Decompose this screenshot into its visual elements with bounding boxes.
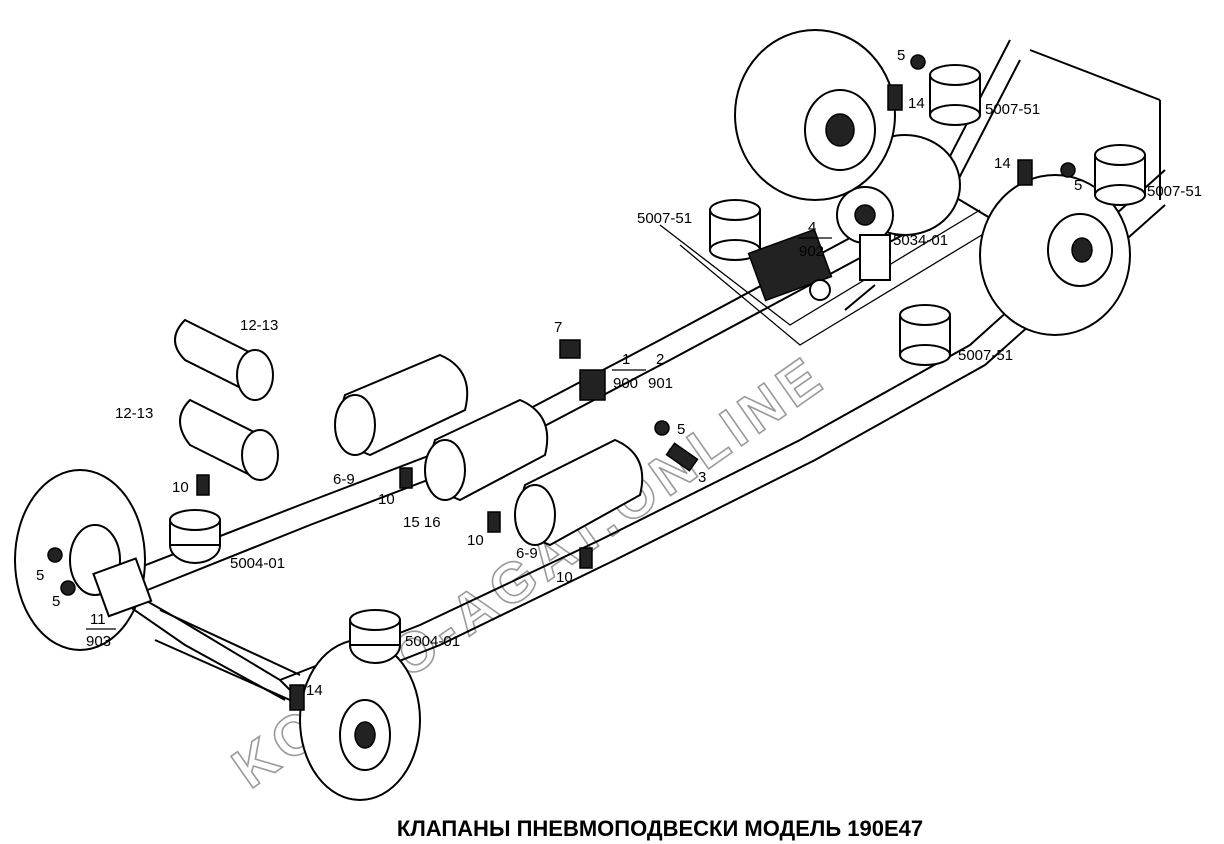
label-6-9-b: 6-9 [516, 545, 538, 562]
valve-900-901 [559, 339, 606, 401]
label-10-a: 10 [172, 479, 189, 496]
air-spring-rear-2 [1094, 144, 1146, 206]
label-15-16: 15 16 [403, 514, 441, 531]
air-tank-2 [179, 398, 279, 482]
label-5-mid: 5 [677, 421, 685, 438]
label-5-front-a: 5 [36, 567, 44, 584]
label-10-c: 10 [467, 532, 484, 549]
label-11: 11 [90, 611, 106, 628]
fitting-5-mid [654, 420, 670, 436]
label-902: 902 [799, 243, 824, 260]
air-tank-4 [424, 398, 549, 502]
fitting-5-set [47, 54, 1076, 596]
air-spring-rear-3 [709, 199, 761, 261]
label-7: 7 [554, 319, 562, 336]
label-1: 1 [622, 351, 630, 368]
label-10-d: 10 [556, 569, 573, 586]
label-5-front-b: 5 [52, 593, 60, 610]
label-900: 900 [613, 375, 638, 392]
label-6-9-a: 6-9 [333, 471, 355, 488]
label-5007-51-d: 5007-51 [1147, 183, 1202, 200]
label-901: 901 [648, 375, 673, 392]
fitting-14-set [289, 84, 1033, 711]
wheel-front-left [14, 469, 146, 651]
label-4: 4 [808, 219, 816, 236]
valve-block-902 [747, 228, 833, 302]
label-14-front: 14 [306, 682, 323, 699]
air-spring-rear-4 [899, 304, 951, 366]
label-2: 2 [656, 351, 664, 368]
label-5034-01: 5034-01 [893, 232, 948, 249]
wheel-rear-right [979, 174, 1131, 336]
label-5: 5 [897, 47, 905, 64]
label-12-13-bottom: 12-13 [115, 405, 153, 422]
air-spring-front-2 [349, 609, 401, 664]
label-12-13-top: 12-13 [240, 317, 278, 334]
air-tank-3 [334, 353, 469, 457]
label-903: 903 [86, 633, 111, 650]
label-5-rear: 5 [1074, 177, 1082, 194]
label-14-rear-b: 14 [994, 155, 1011, 172]
wheel-front-right [299, 639, 421, 801]
label-3: 3 [698, 469, 706, 486]
air-tank-5 [514, 438, 644, 547]
fitting-10-set [196, 467, 593, 569]
fitting-3 [665, 442, 699, 472]
air-tank-1 [174, 318, 274, 401]
valve-5034 [844, 234, 891, 311]
label-5007-51-a: 5007-51 [637, 210, 692, 227]
label-14-rear-a: 14 [908, 95, 925, 112]
air-spring-rear-1 [929, 64, 981, 126]
label-5007-51-b: 5007-51 [958, 347, 1013, 364]
air-spring-front-1 [169, 509, 221, 564]
label-10-b: 10 [378, 491, 395, 508]
wheel-rear-left [734, 29, 896, 201]
label-5004-01-b: 5004-01 [405, 633, 460, 650]
label-5007-51-c: 5007-51 [985, 101, 1040, 118]
diagram-title: КЛАПАНЫ ПНЕВМОПОДВЕСКИ МОДЕЛЬ 190E47 [397, 816, 923, 841]
front-axle [92, 557, 301, 701]
label-5004-01-a: 5004-01 [230, 555, 285, 572]
